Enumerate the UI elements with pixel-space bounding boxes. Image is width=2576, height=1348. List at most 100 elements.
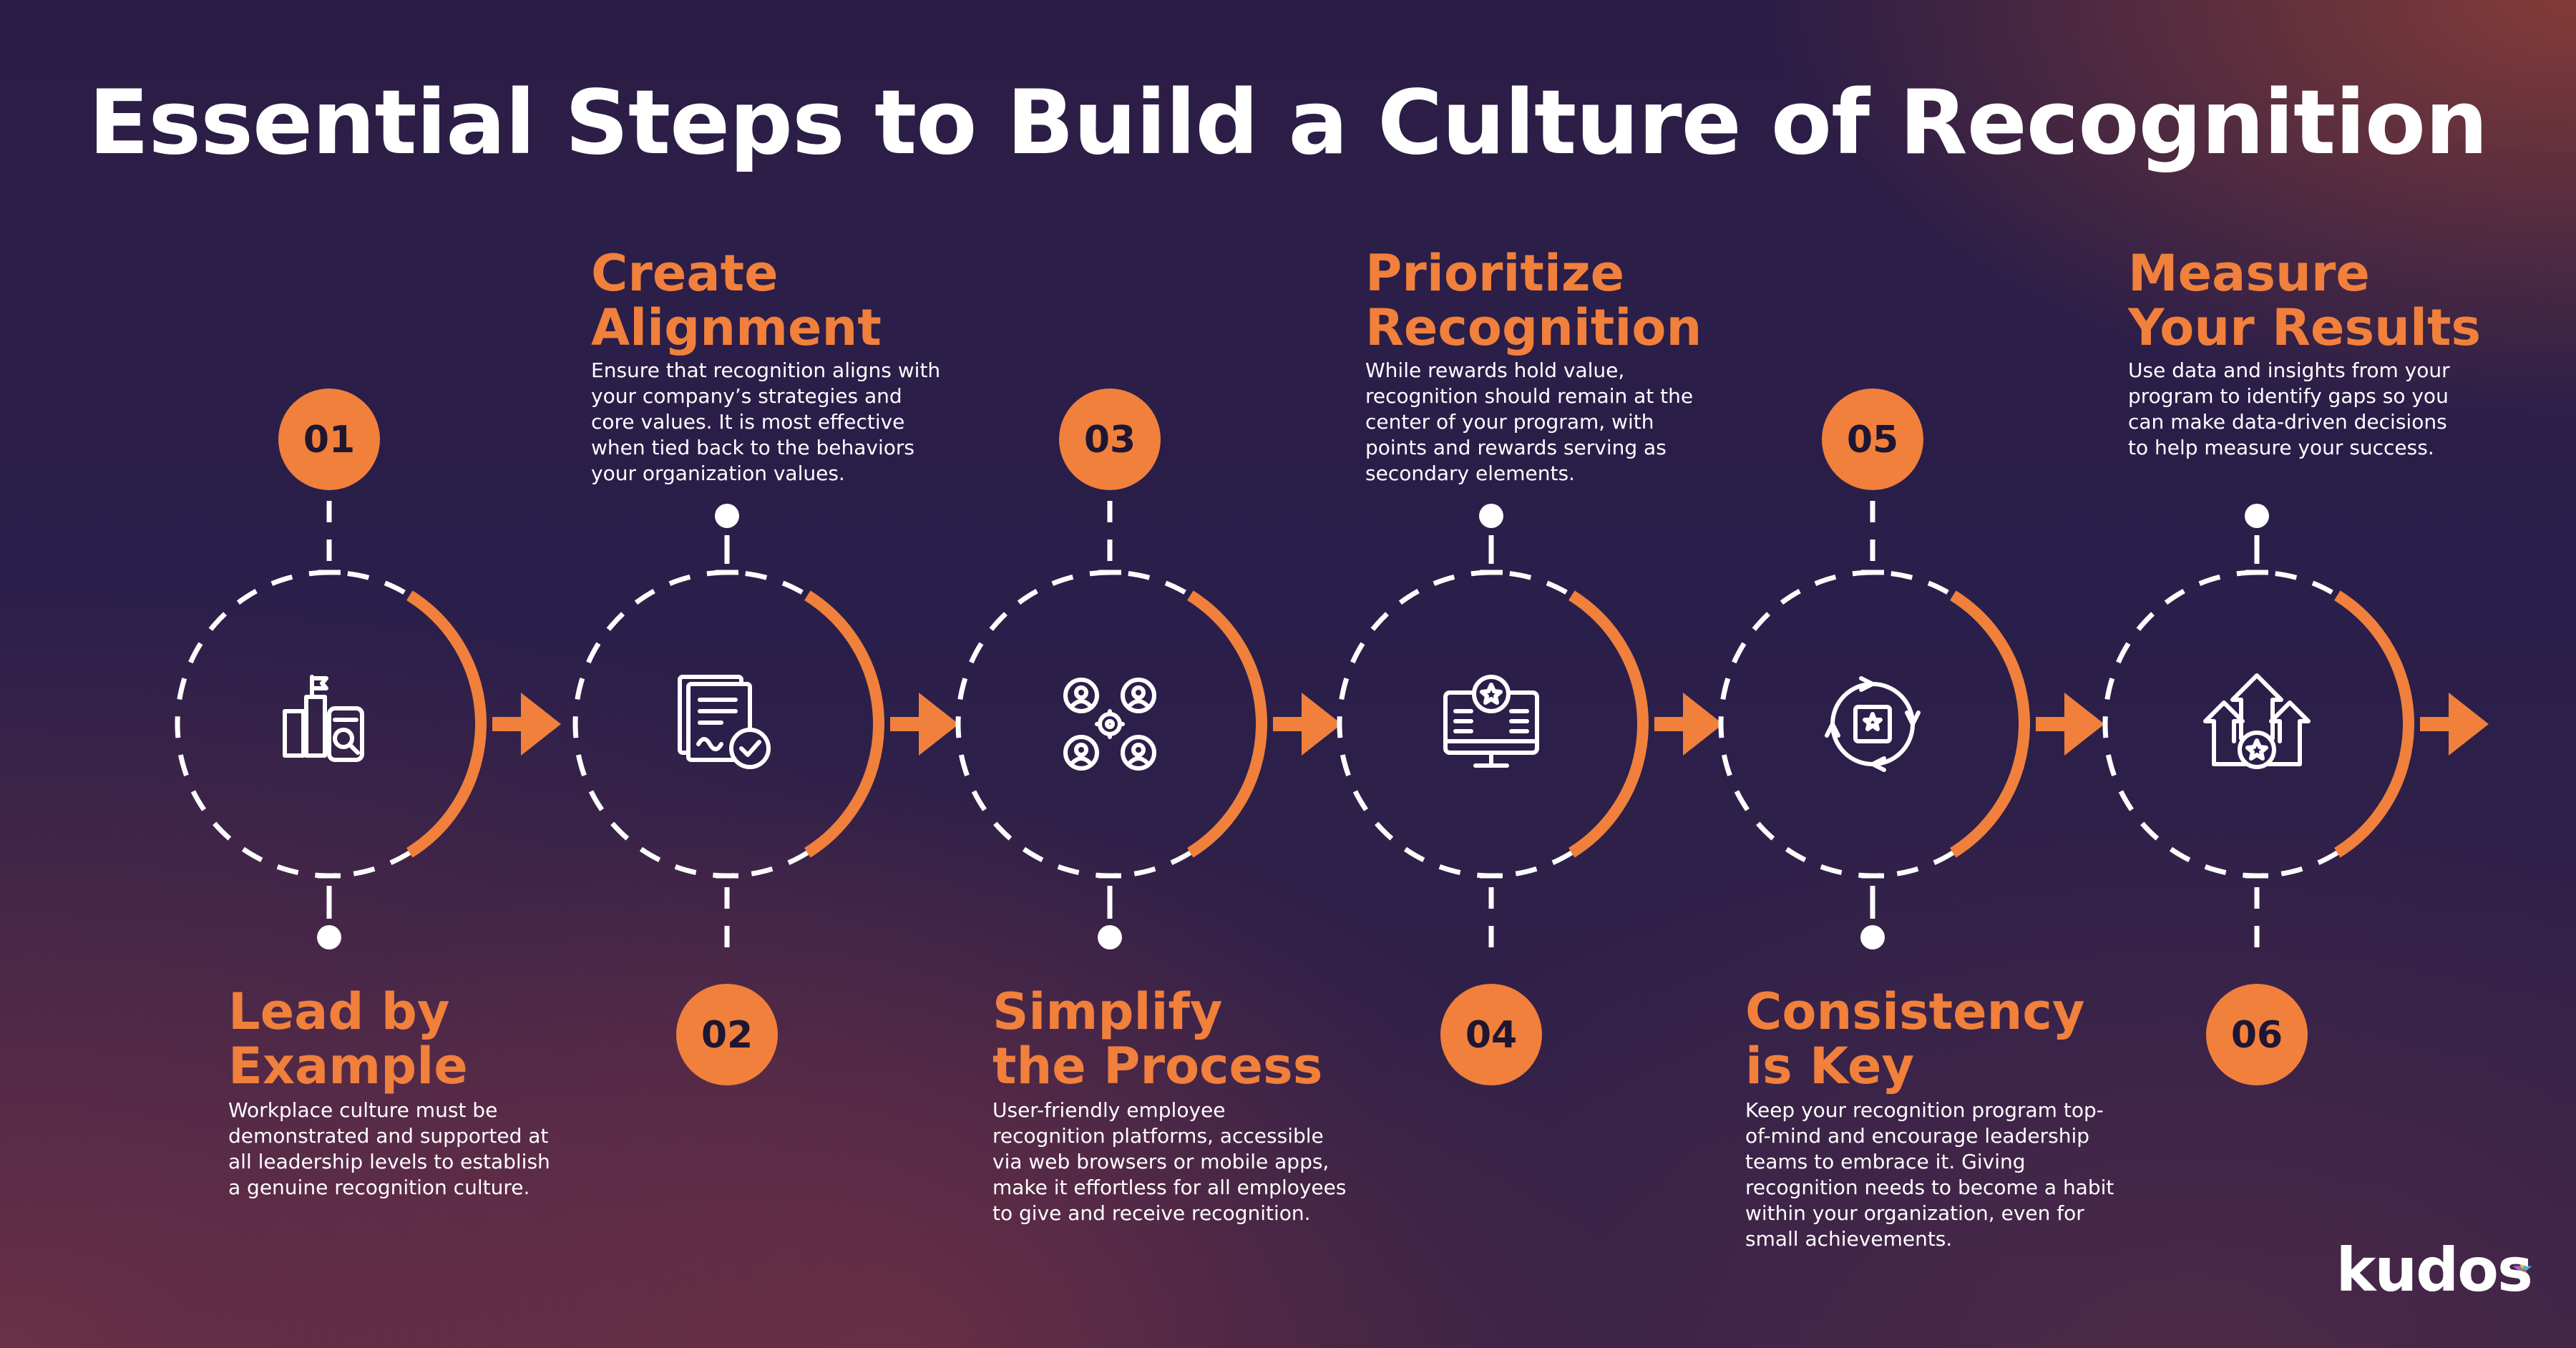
step-6-number: 06 xyxy=(2231,1014,2283,1057)
step-1-end-dot xyxy=(317,925,341,949)
arrow-right-icon xyxy=(890,693,959,756)
growth-arrows-star-icon xyxy=(2205,675,2308,767)
arrow-right-icon xyxy=(492,693,561,756)
step-6-desc-line: can make data-driven decisions xyxy=(2128,410,2447,434)
step-5-orange-arc xyxy=(1950,590,2030,858)
step-2-desc-line: Ensure that recognition aligns with xyxy=(591,358,941,382)
cycle-star-icon xyxy=(1827,678,1918,770)
step-1-title-line2: Example xyxy=(228,1037,468,1095)
step-4-title-line1: Prioritize xyxy=(1365,244,1625,303)
step-1-desc-line: all leadership levels to establish xyxy=(228,1150,550,1173)
step-3-desc-line: via web browsers or mobile apps, xyxy=(992,1150,1330,1173)
step-2-desc-line: when tied back to the behaviors xyxy=(591,436,914,459)
step-description-6: Use data and insights from your program … xyxy=(2128,358,2450,461)
step-5-desc-line: recognition needs to become a habit xyxy=(1745,1176,2114,1199)
step-3-orange-arc xyxy=(1187,590,1267,858)
step-1-desc-line: a genuine recognition culture. xyxy=(228,1176,530,1199)
step-6-number-badge xyxy=(2206,984,2308,1085)
step-3-desc-line: make it effortless for all employees xyxy=(992,1176,1347,1199)
step-3-end-dot xyxy=(1098,925,1122,949)
step-3: 03 xyxy=(955,389,1342,949)
step-4-desc-line: center of your program, with xyxy=(1365,410,1654,434)
step-5-desc-line: Keep your recognition program top- xyxy=(1745,1098,2104,1122)
team-network-icon xyxy=(1065,680,1154,768)
step-1-dashed-ring xyxy=(175,570,411,879)
step-2-desc-line: your organization values. xyxy=(591,461,845,485)
step-description-3: User-friendly employee recognition platf… xyxy=(992,1098,1346,1226)
step-5-desc-line: teams to embrace it. Giving xyxy=(1745,1150,2026,1173)
step-6-desc-line: program to identify gaps so you xyxy=(2128,384,2449,408)
step-3-title-line1: Simplify xyxy=(992,982,1223,1041)
arrow-right-icon xyxy=(1273,693,1342,756)
step-6-title-line1: Measure xyxy=(2128,244,2370,303)
step-4-desc-line: recognition should remain at the xyxy=(1365,384,1694,408)
step-5-title-line2: is Key xyxy=(1745,1037,1915,1095)
step-1: 01 xyxy=(175,389,561,949)
bar-chart-search-icon xyxy=(285,677,362,760)
step-title-4: Prioritize Recognition xyxy=(1365,246,1702,355)
step-1-desc-line: Workplace culture must be xyxy=(228,1098,498,1122)
step-6: 06 xyxy=(2102,504,2489,1085)
step-title-6: Measure Your Results xyxy=(2128,246,2481,355)
step-6-desc-line: to help measure your success. xyxy=(2128,436,2434,459)
step-5-desc-line: within your organization, even for xyxy=(1745,1201,2084,1225)
step-4-dashed-ring xyxy=(1337,570,1574,879)
step-2-orange-arc xyxy=(804,590,884,858)
arrow-right-icon xyxy=(2420,693,2489,756)
document-check-icon xyxy=(680,677,769,767)
arrow-right-icon xyxy=(2036,693,2104,756)
step-6-orange-arc xyxy=(2334,590,2414,858)
step-6-desc-line: Use data and insights from your xyxy=(2128,358,2450,382)
step-1-title-line1: Lead by xyxy=(228,982,450,1041)
step-title-3: Simplify the Process xyxy=(992,985,1322,1093)
step-title-2: Create Alignment xyxy=(591,246,882,355)
step-6-title-line2: Your Results xyxy=(2128,298,2482,357)
step-5-desc-line: of-mind and encourage leadership xyxy=(1745,1124,2089,1148)
step-4-orange-arc xyxy=(1568,590,1649,858)
step-5-number: 05 xyxy=(1847,419,1898,461)
step-title-1: Lead by Example xyxy=(228,985,468,1093)
step-3-desc-line: to give and receive recognition. xyxy=(992,1201,1311,1225)
step-6-end-dot xyxy=(2245,504,2269,528)
step-4-number-badge xyxy=(1440,984,1542,1085)
step-2-number-badge xyxy=(676,984,778,1085)
star-petal xyxy=(2512,1266,2522,1271)
step-description-5: Keep your recognition program top- of-mi… xyxy=(1745,1098,2114,1252)
step-5: 05 xyxy=(1718,389,2104,949)
arrow-right-icon xyxy=(1654,693,1723,756)
step-4-title-line2: Recognition xyxy=(1365,298,1702,357)
page-title: Essential Steps to Build a Culture of Re… xyxy=(88,72,2489,175)
step-description-2: Ensure that recognition aligns with your… xyxy=(591,358,940,487)
step-2-title-line2: Alignment xyxy=(591,298,882,357)
step-5-desc-line: small achievements. xyxy=(1745,1227,1953,1251)
step-6-dashed-ring xyxy=(2102,570,2339,879)
step-5-title-line1: Consistency xyxy=(1745,982,2085,1041)
step-2-desc-line: core values. It is most effective xyxy=(591,410,905,434)
monitor-star-icon xyxy=(1445,677,1537,766)
step-3-dashed-ring xyxy=(955,570,1192,879)
kudos-logo: kudos xyxy=(2336,1235,2533,1305)
step-2-dashed-ring xyxy=(572,570,809,879)
step-2-end-dot xyxy=(715,504,739,528)
step-3-number-badge xyxy=(1059,389,1161,490)
step-3-title-line2: the Process xyxy=(992,1037,1323,1095)
star-petal xyxy=(2516,1269,2522,1278)
step-5-end-dot xyxy=(1860,925,1885,949)
step-description-1: Workplace culture must be demonstrated a… xyxy=(228,1098,550,1201)
step-4: 04 xyxy=(1337,504,1723,1085)
step-4-number: 04 xyxy=(1465,1014,1517,1057)
star-petal xyxy=(2522,1269,2529,1278)
step-2-number: 02 xyxy=(701,1014,753,1057)
step-4-desc-line: secondary elements. xyxy=(1365,461,1575,485)
step-5-dashed-ring xyxy=(1718,570,1955,879)
step-4-desc-line: points and rewards serving as xyxy=(1365,436,1667,459)
star-petal xyxy=(2522,1266,2532,1271)
step-5-number-badge xyxy=(1822,389,1923,490)
step-3-desc-line: recognition platforms, accessible xyxy=(992,1124,1324,1148)
step-3-number: 03 xyxy=(1084,419,1136,461)
step-2: 02 xyxy=(572,504,959,1085)
step-1-number: 01 xyxy=(303,419,355,461)
star-petal xyxy=(2519,1259,2525,1269)
step-1-orange-arc xyxy=(406,590,487,858)
